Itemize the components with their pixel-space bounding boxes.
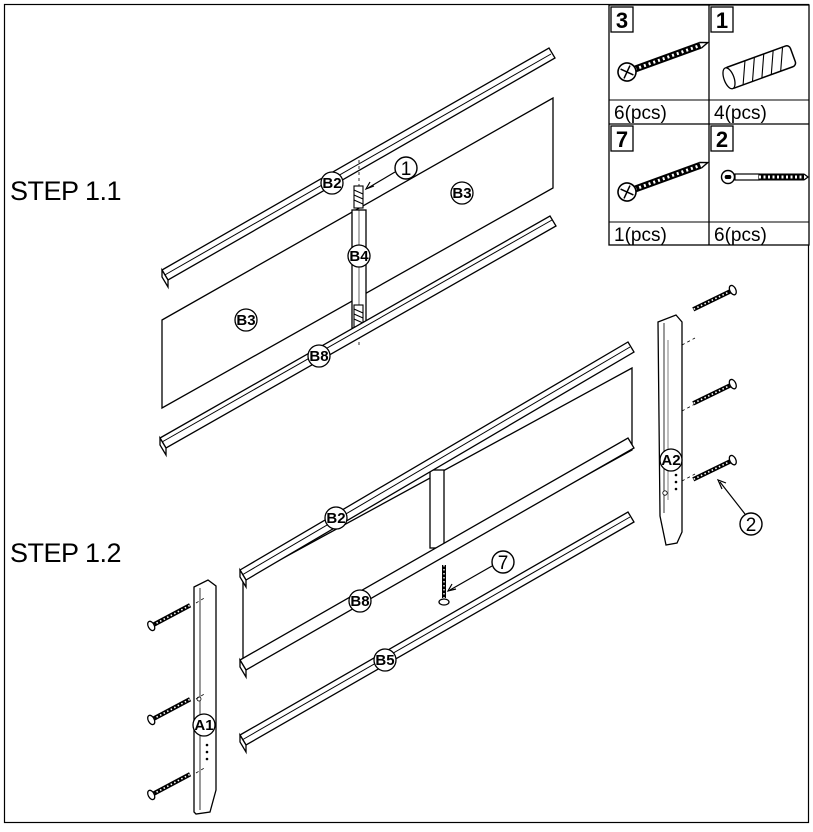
b5-rail [239,511,635,755]
label-b2-top: B2 [320,171,344,195]
svg-text:B3: B3 [452,185,471,202]
svg-text:B3: B3 [236,312,255,329]
label-b4: B4 [347,244,371,268]
svg-text:B4: B4 [349,248,369,265]
label-b3-left: B3 [234,308,258,332]
b8-lower-bottom-rail [239,437,635,680]
b2-top-rail [161,47,556,290]
page-border [3,3,810,824]
hw-qty-1: 4(pcs) [714,103,767,124]
svg-text:B2: B2 [326,510,345,527]
hardware-table: 3 1 7 2 6(pcs) 4(pcs) 1(pcs) 6(pcs) [608,4,810,246]
center-post [429,469,445,549]
callout-dowel: 1 [401,159,412,180]
svg-text:A2: A2 [661,452,680,469]
callout-bolt: 2 [746,515,757,536]
label-b5: B5 [373,648,397,672]
bolts-a1 [146,596,207,801]
callout-screw: 7 [498,553,509,574]
svg-text:B8: B8 [350,593,369,610]
label-a2: A2 [659,448,683,472]
step-1-1-title: STEP 1.1 [10,176,122,206]
hw-id-3: 2 [716,127,728,152]
hw-id-0: 3 [616,8,628,33]
bolt-icon [720,169,810,185]
a1-leg [193,579,217,815]
label-b8-top: B8 [307,344,331,368]
bolts-a2 [681,284,738,484]
b8-top-rail [159,215,557,458]
svg-text:B2: B2 [322,175,341,192]
hw-qty-2: 1(pcs) [614,225,667,246]
label-b3-right: B3 [450,181,474,205]
svg-text:A1: A1 [194,717,213,734]
hw-id-2: 7 [616,127,628,152]
label-b2-bottom: B2 [324,506,348,530]
label-a1: A1 [192,713,216,737]
svg-text:B8: B8 [309,348,328,365]
dowel-icon [722,45,797,90]
label-b8-bottom: B8 [348,589,372,613]
hw-qty-3: 6(pcs) [714,225,767,246]
screw-7-vertical [438,565,450,606]
hw-id-1: 1 [716,8,728,33]
step-1-2-title: STEP 1.2 [10,538,122,568]
dowel-upper [353,185,364,209]
svg-text:B5: B5 [375,652,394,669]
hw-qty-0: 6(pcs) [614,103,667,124]
a2-leg [657,314,683,546]
